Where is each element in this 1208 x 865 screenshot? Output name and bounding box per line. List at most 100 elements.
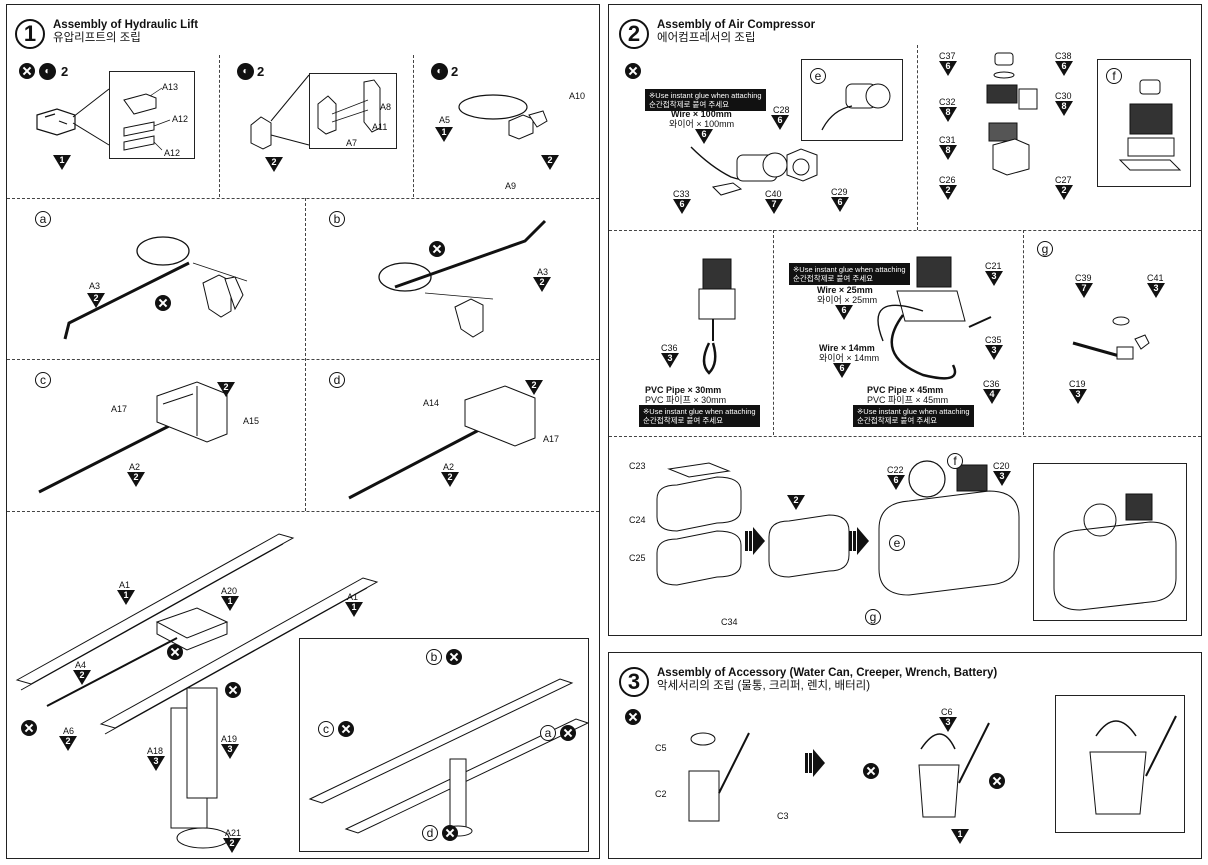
part-marker: 3 (1147, 283, 1165, 298)
part-drawing (36, 88, 110, 146)
paint-icon: ◐ (237, 63, 254, 80)
part-marker: 3 (661, 353, 679, 368)
label-c36: C36 (983, 379, 1000, 389)
part-marker: 3 (147, 756, 165, 771)
paint-icon: ◐ (431, 63, 448, 80)
label-c19: C19 (1069, 379, 1086, 389)
step3-panel: 3 Assembly of Accessory (Water Can, Cree… (608, 652, 1202, 859)
part-marker: 3 (993, 471, 1011, 486)
label-a1: A1 (119, 580, 131, 590)
label-c35: C35 (985, 335, 1002, 345)
label-c31: C31 (939, 135, 956, 145)
next-arrow-icon (745, 527, 765, 555)
part-marker: 2 (223, 838, 241, 853)
label-a2: A2 (129, 462, 141, 472)
part-marker: 6 (695, 129, 713, 144)
label-a14: A14 (423, 398, 440, 408)
part-marker: 8 (1055, 101, 1073, 116)
label-a4: A4 (75, 660, 87, 670)
wire-100-label: Wire × 100mm (671, 109, 732, 119)
final-inset: b a c d (299, 638, 590, 852)
part-marker: 6 (833, 363, 851, 378)
sub-step-d: d (422, 825, 438, 841)
label-a19: A19 (221, 734, 238, 744)
part-drawing (458, 94, 548, 140)
no-glue-icon (167, 644, 183, 660)
label-a20: A20 (221, 586, 238, 596)
part-marker: 6 (673, 199, 691, 214)
sub-step-g: g (865, 609, 881, 625)
part-marker: 6 (835, 305, 853, 320)
pvc-45-label: PVC Pipe × 45mm (867, 385, 944, 395)
label-c30: C30 (1055, 91, 1072, 101)
wire-25-label: Wire × 25mm (817, 285, 873, 295)
label-a3: A3 (537, 267, 549, 277)
part-marker: 3 (985, 345, 1003, 360)
part-marker: 2 (787, 495, 805, 510)
step2-panel: 2 Assembly of Air Compressor 에어컴프레서의 조립 … (608, 4, 1202, 636)
motor-drawing (690, 146, 818, 196)
no-glue-icon (560, 725, 576, 741)
part-marker: 7 (765, 199, 783, 214)
label-c27: C27 (1055, 175, 1072, 185)
part-marker: 6 (887, 475, 905, 490)
label-a18: A18 (147, 746, 164, 756)
pvc-30-label-ko: PVC 파이프 × 30mm (645, 395, 727, 405)
sub-step-e: e (889, 535, 905, 551)
sub-step-f: f (1106, 68, 1122, 84)
step1-title-ko: 유압리프트의 조립 (53, 32, 141, 44)
part-marker: 1 (951, 829, 969, 844)
step1-sub-c: c A17 A15 2 A2 2 (7, 360, 305, 511)
sub-step-f: f (947, 453, 963, 469)
pump-drawing (986, 52, 1038, 176)
label-c24: C24 (629, 515, 646, 525)
pvc-45-label-ko: PVC 파이프 × 45mm (867, 395, 949, 405)
no-glue-icon (442, 825, 458, 841)
no-glue-icon (19, 63, 35, 79)
wire-14-label: Wire × 14mm (819, 343, 875, 353)
part-drawing (378, 219, 547, 338)
label-c39: C39 (1075, 273, 1092, 283)
part-marker: 1 (345, 602, 363, 617)
quantity: 2 (61, 64, 69, 79)
next-arrow-icon (849, 527, 869, 555)
part-marker: 3 (221, 744, 239, 759)
sub-f-inset: f (1097, 59, 1191, 187)
label-c3: C3 (777, 811, 789, 821)
part-marker: 2 (1055, 185, 1073, 200)
step3-number: 3 (619, 667, 649, 697)
label-c21: C21 (985, 261, 1002, 271)
sub-step-c: c (318, 721, 334, 737)
watercan-drawing (688, 722, 990, 822)
label-c41: C41 (1147, 273, 1164, 283)
label-a2: A2 (443, 462, 455, 472)
step1-number: 1 (15, 19, 45, 49)
no-glue-icon (446, 649, 462, 665)
part-marker: 3 (939, 717, 957, 732)
part-marker: 4 (983, 389, 1001, 404)
step1-sub-a: a A3 2 (7, 199, 305, 359)
tank-drawing (656, 460, 1020, 596)
part-marker: 1 (53, 155, 71, 170)
part-marker: 2 (87, 293, 105, 308)
step1-final: A1 1 A20 1 A1 1 A4 2 A6 2 A18 3 A19 3 A2… (7, 512, 599, 858)
wire-drawing (877, 256, 992, 380)
label-c22: C22 (887, 465, 904, 475)
part-marker: 2 (939, 185, 957, 200)
part-marker: 3 (985, 271, 1003, 286)
part-marker: 7 (1075, 283, 1093, 298)
part-marker: 2 (441, 472, 459, 487)
final-watercan-inset (1055, 695, 1185, 833)
part-marker: 2 (217, 382, 235, 397)
part-drawing (38, 381, 228, 494)
sub-step-e: e (810, 68, 826, 84)
sub-step-b: b (426, 649, 442, 665)
part-drawing (63, 236, 248, 340)
no-glue-icon (155, 295, 171, 311)
wire-14-label-ko: 와이어 × 14mm (819, 353, 880, 363)
sub-step-d: d (329, 372, 345, 388)
label-c23: C23 (629, 461, 646, 471)
label-a7: A7 (346, 138, 358, 148)
